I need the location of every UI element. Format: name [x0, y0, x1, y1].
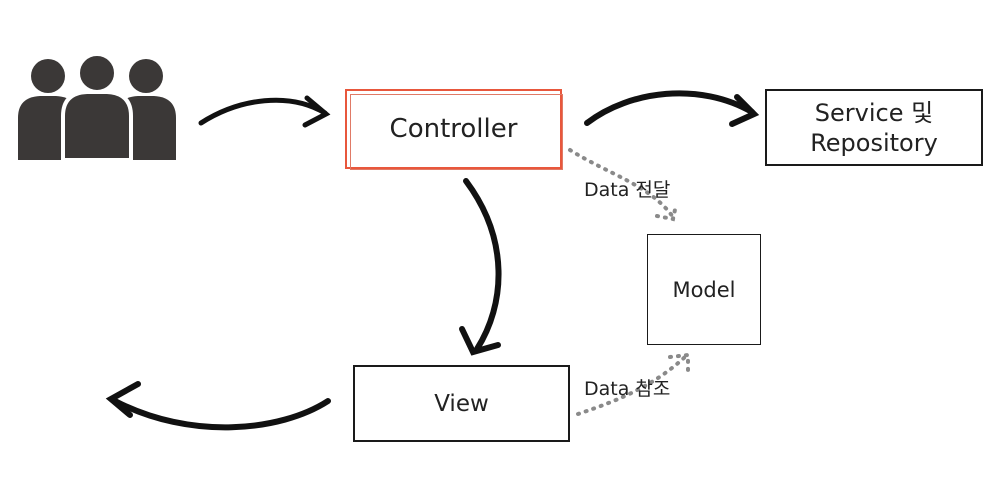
service-repository-node: Service 및 Repository — [765, 89, 983, 166]
arrow-controller-to-service — [584, 90, 760, 127]
controller-node: Controller — [345, 89, 563, 170]
arrow-view-to-user — [105, 381, 331, 431]
model-label: Model — [672, 277, 736, 302]
view-label: View — [434, 390, 489, 417]
dotted-arrow-data-ref — [576, 352, 690, 416]
service-repository-label: Service 및 Repository — [810, 98, 938, 157]
controller-label: Controller — [389, 114, 518, 144]
data-pass-label: Data 전달 — [584, 179, 671, 201]
arrow-controller-to-view — [459, 178, 502, 356]
view-node: View — [353, 365, 570, 442]
model-node: Model — [647, 234, 761, 345]
data-ref-label: Data 참조 — [584, 378, 671, 400]
users-group-icon — [18, 52, 176, 162]
dotted-arrow-data-pass — [568, 148, 678, 222]
arrow-users-to-controller — [198, 95, 331, 128]
